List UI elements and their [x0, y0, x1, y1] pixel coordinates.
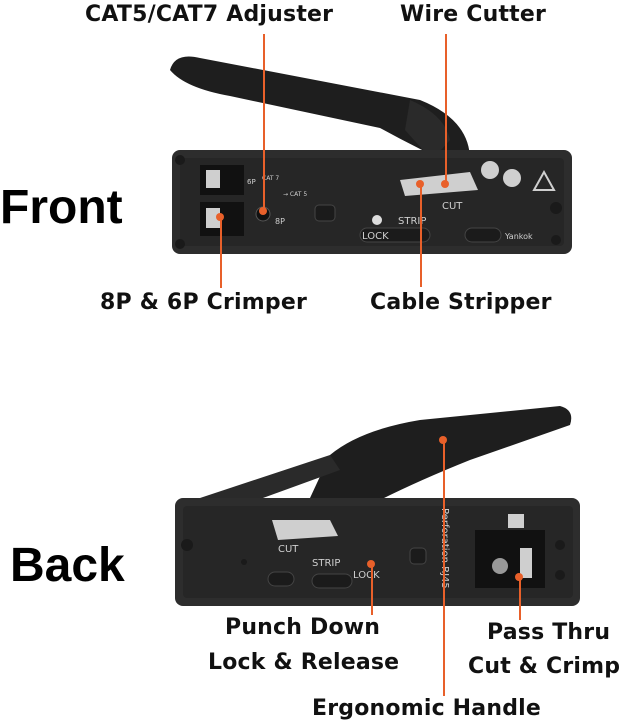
- cat5-mark: → CAT 5: [283, 191, 307, 198]
- handle-pointer-dot: [439, 436, 447, 444]
- stripper-pointer-dot: [416, 180, 424, 188]
- adjuster-label: CAT5/CAT7 Adjuster: [85, 2, 334, 27]
- punch-down-line2: Lock & Release: [208, 650, 400, 675]
- front-lock-mark: LOCK: [362, 231, 389, 242]
- cutter-pointer: [445, 34, 447, 182]
- handle-label: Ergonomic Handle: [312, 696, 542, 721]
- adjuster-pointer: [263, 34, 265, 210]
- cat7-mark: CAT 7: [262, 175, 279, 182]
- cutter-pointer-dot: [441, 180, 449, 188]
- 8p-mark: 8P: [275, 217, 285, 226]
- punch-down-pointer-dot: [367, 560, 375, 568]
- crimper-pointer: [220, 218, 222, 288]
- pass-thru-line2: Cut & Crimp: [468, 654, 621, 679]
- pass-thru-line1: Pass Thru: [487, 620, 611, 645]
- front-side-label: Front: [0, 181, 123, 234]
- crimper-pointer-dot: [216, 213, 224, 221]
- handle-pointer: [443, 440, 445, 696]
- 6p-mark: 6P: [247, 178, 256, 186]
- stripper-pointer: [420, 185, 422, 287]
- back-strip-mark: STRIP: [312, 558, 340, 569]
- back-lock-mark: LOCK: [353, 570, 380, 581]
- front-cut-mark: CUT: [442, 201, 463, 212]
- back-handle: [310, 406, 572, 500]
- crimper-label: 8P & 6P Crimper: [100, 290, 308, 315]
- punch-down-pointer: [371, 565, 373, 615]
- back-cut-mark: CUT: [278, 544, 299, 555]
- pass-thru-pointer: [519, 578, 521, 620]
- cutter-label: Wire Cutter: [400, 2, 547, 27]
- stripper-label: Cable Stripper: [370, 290, 552, 315]
- back-side-label: Back: [10, 539, 125, 592]
- punch-down-line1: Punch Down: [225, 615, 381, 640]
- front-strip-mark: STRIP: [398, 216, 426, 227]
- adjuster-pointer-dot: [259, 207, 267, 215]
- brand-mark: Yankok: [504, 232, 533, 241]
- front-handle: [170, 56, 470, 168]
- pass-thru-pointer-dot: [515, 573, 523, 581]
